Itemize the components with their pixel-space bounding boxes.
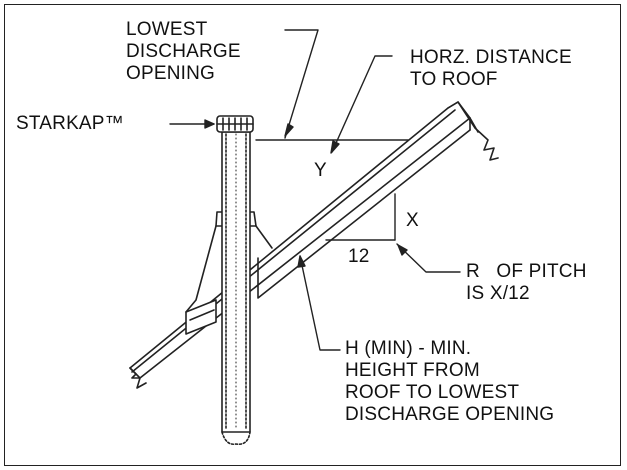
y-label: Y xyxy=(314,160,327,181)
horz-distance-label: HORZ. DISTANCE TO ROOF xyxy=(410,47,572,90)
chimney-pipe xyxy=(221,131,251,446)
lowest-discharge-label: LOWEST DISCHARGE OPENING xyxy=(126,19,241,84)
dimension-lines xyxy=(169,29,461,351)
h-min-label: H (MIN) - MIN. HEIGHT FROM ROOF TO LOWES… xyxy=(345,338,555,425)
starkap-cap xyxy=(216,115,254,133)
run-label: 12 xyxy=(348,246,370,267)
x-label: X xyxy=(406,210,419,231)
pitch-label: R OF PITCH IS X/12 xyxy=(466,261,587,304)
starkap-label: STARKAP™ xyxy=(16,113,124,134)
